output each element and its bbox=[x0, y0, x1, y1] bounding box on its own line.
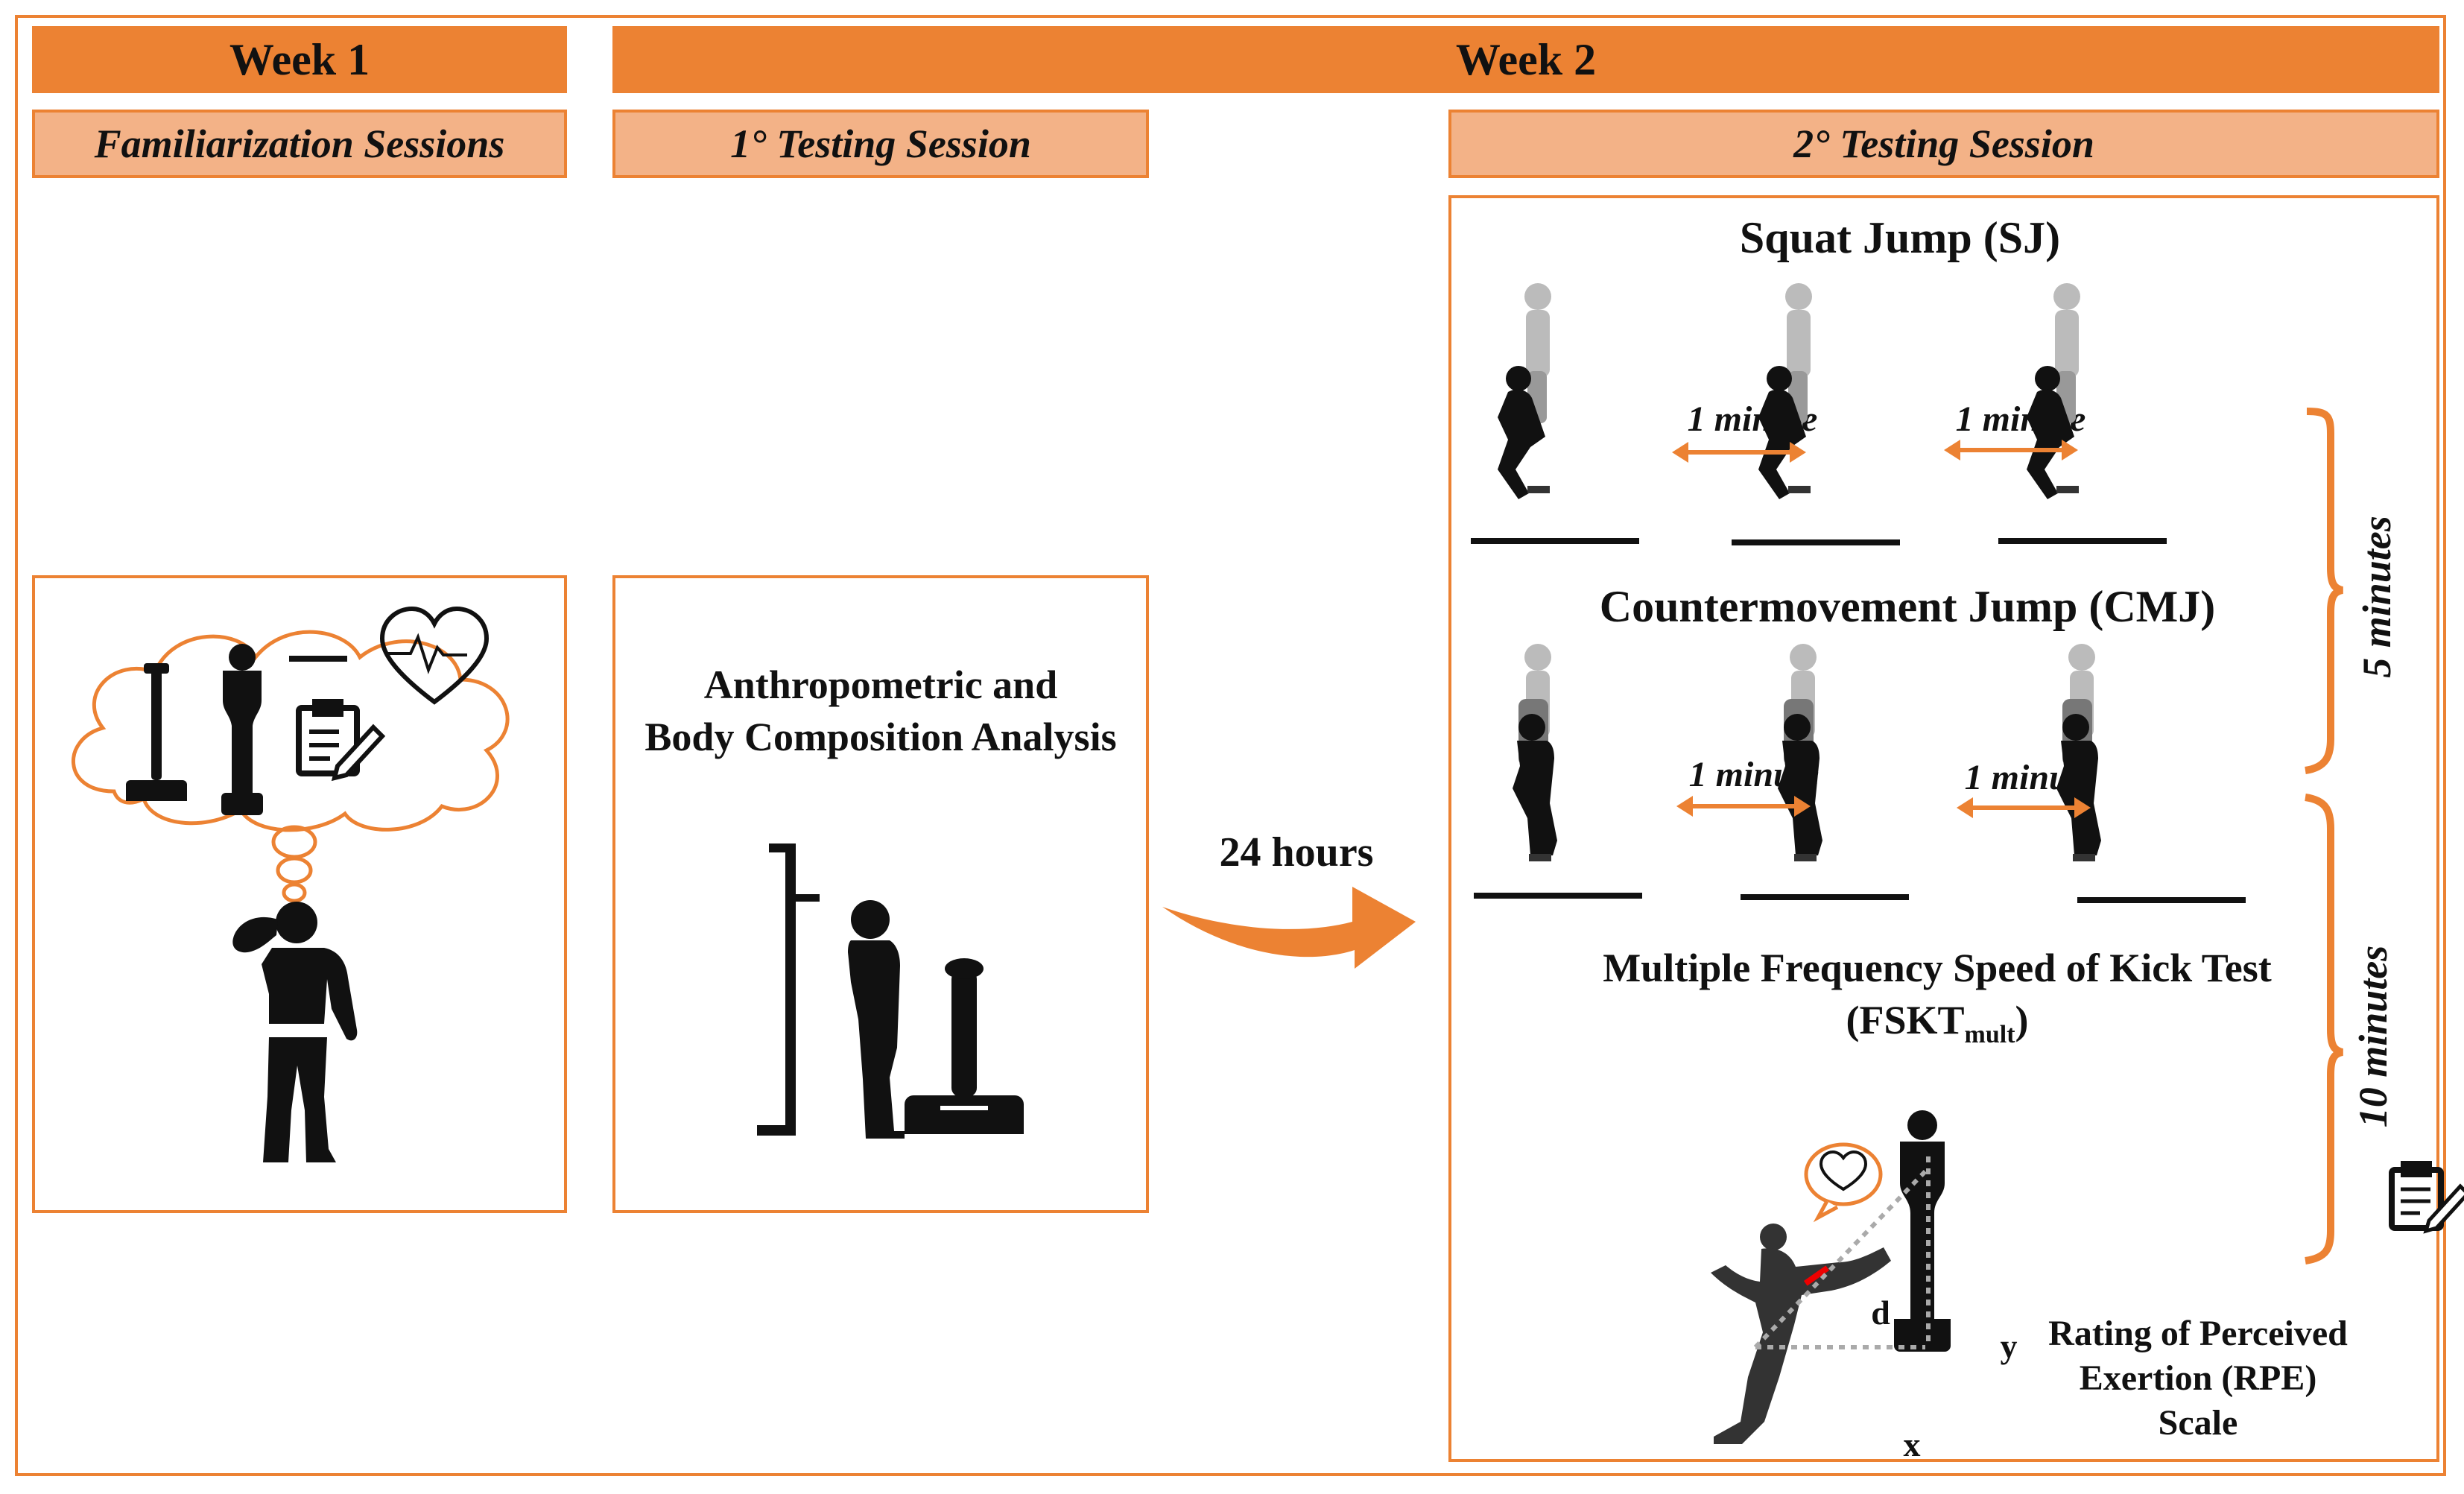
fskt-abbrev: (FSKT bbox=[1846, 998, 1965, 1042]
stadiometer-icon bbox=[757, 843, 820, 1136]
heartbeat-speech-icon bbox=[1804, 1142, 1883, 1223]
kick-vertical-label-y: y bbox=[2000, 1327, 2018, 1365]
heart-rate-strap bbox=[1803, 1265, 1830, 1286]
rpe-scale-line1: Rating of Perceived bbox=[2048, 1314, 2348, 1353]
brace-icon-10-minutes bbox=[2305, 794, 2344, 1264]
brace-icon-5-minutes bbox=[2305, 408, 2344, 774]
squat-jumper-icon-3 bbox=[2027, 283, 2080, 499]
cmj-jumper-icon-1 bbox=[1513, 644, 1557, 861]
fskt-title-line2: (FSKTmult) bbox=[1714, 997, 2161, 1049]
week2-header: Week 2 bbox=[612, 26, 2439, 93]
outer-frame bbox=[15, 15, 2446, 1476]
fskt-title-line1: Multiple Frequency Speed of Kick Test bbox=[1603, 946, 2272, 990]
arrow-right-icon bbox=[1162, 887, 1416, 969]
interval-24-hours-label: 24 hours bbox=[1219, 829, 1374, 876]
squat-jump-title: Squat Jump (SJ) bbox=[1739, 213, 2061, 262]
sj-platform-2 bbox=[1732, 539, 1900, 545]
testing-session-1-label: 1° Testing Session bbox=[612, 110, 1149, 178]
cmj-jumper-icon-2 bbox=[1778, 644, 1822, 861]
sj-platform-1 bbox=[1471, 538, 1639, 544]
scale-icon bbox=[126, 663, 187, 801]
dash-icon bbox=[289, 656, 347, 662]
squat-jumper-icon-2 bbox=[1758, 283, 1812, 499]
heartbeat-icon bbox=[379, 606, 490, 705]
cmj-platform-2 bbox=[1741, 894, 1909, 900]
testing-session-2-panel bbox=[1448, 195, 2439, 1462]
rpe-scale-line3: Scale bbox=[2158, 1403, 2238, 1443]
anthropometric-title-line2: Body Composition Analysis bbox=[644, 715, 1117, 759]
kick-measurement-lines bbox=[1753, 1156, 1931, 1349]
rpe-clipboard-icon bbox=[2389, 1161, 2464, 1234]
anthropometry-illustration bbox=[757, 843, 1024, 1139]
kicking-athlete-icon bbox=[1711, 1224, 1891, 1444]
kick-distance-label-d: d bbox=[1871, 1294, 1890, 1332]
thinking-man-icon bbox=[232, 902, 358, 1162]
fskt-subscript: mult bbox=[1964, 1020, 2015, 1048]
punching-bag-icon bbox=[1894, 1110, 1951, 1352]
countermovement-jump-title: Countermovement Jump (CMJ) bbox=[1599, 582, 2216, 631]
cmj-jumper-icon-3 bbox=[2056, 644, 2101, 861]
clipboard-icon bbox=[296, 699, 386, 782]
person-standing-icon bbox=[848, 900, 905, 1139]
sj-platform-3 bbox=[1998, 538, 2167, 544]
anthropometric-title-line1: Anthropometric and bbox=[703, 662, 1058, 707]
cmj-platform-3 bbox=[2077, 897, 2246, 903]
kick-horizontal-label-x: x bbox=[1903, 1425, 1921, 1463]
cmj-platform-1 bbox=[1474, 893, 1642, 899]
rpe-scale-line2: Exertion (RPE) bbox=[2079, 1358, 2317, 1398]
scale-icon bbox=[905, 958, 1024, 1134]
fskt-close-paren: ) bbox=[2015, 998, 2029, 1042]
testing-session-2-label: 2° Testing Session bbox=[1448, 110, 2439, 178]
punching-bag-icon bbox=[221, 644, 263, 815]
familiarization-session-label: Familiarization Sessions bbox=[32, 110, 567, 178]
squat-jumper-icon-1 bbox=[1498, 283, 1551, 499]
week1-header: Week 1 bbox=[32, 26, 567, 93]
familiarization-illustration bbox=[71, 606, 510, 1162]
testing-session-2-illustration bbox=[1471, 283, 2464, 1444]
thought-cloud-icon bbox=[71, 630, 510, 903]
